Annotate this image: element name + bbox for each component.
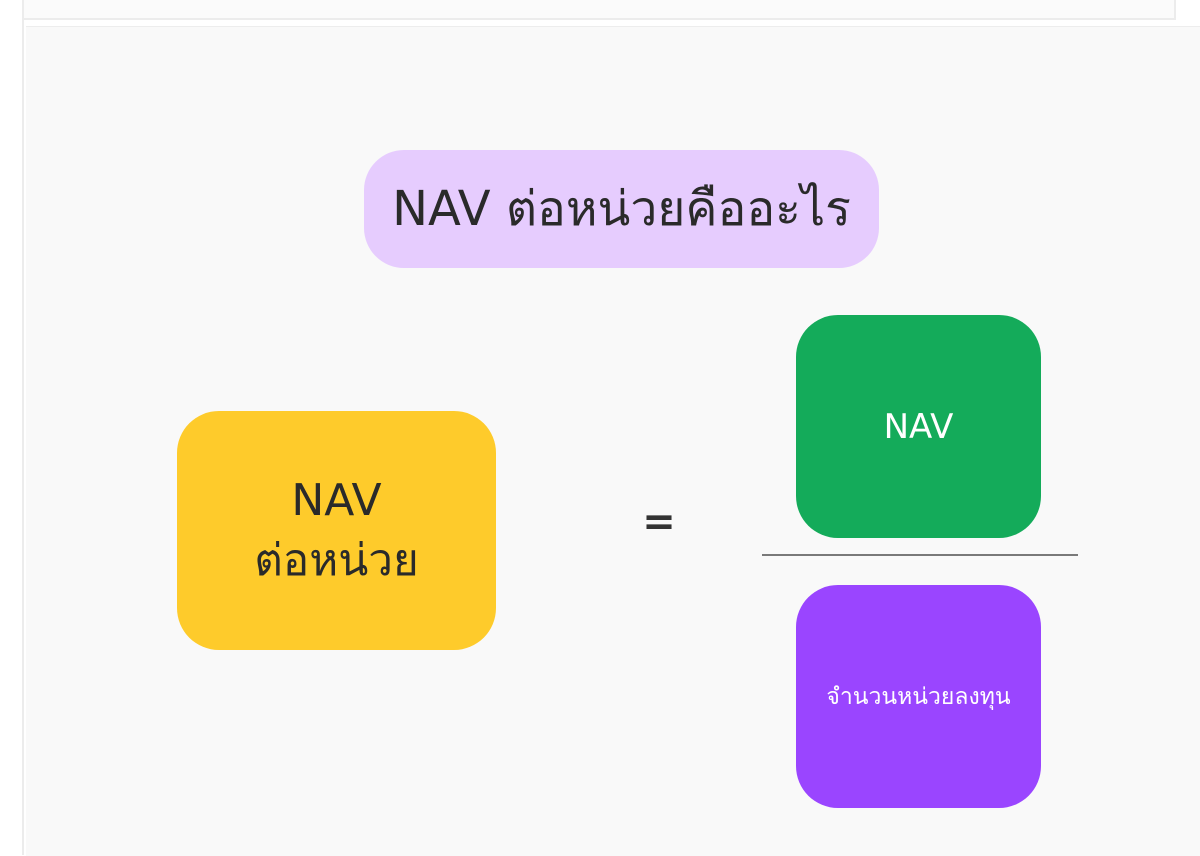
left-border [22,0,24,855]
title-pill: NAV ต่อหน่วยคืออะไร [364,150,879,268]
nav-per-unit-box: NAV ต่อหน่วย [177,411,496,650]
denominator-box: จำนวนหน่วยลงทุน [796,585,1041,808]
fraction-line [762,554,1078,556]
top-strip [24,0,1176,20]
equals-sign: = [642,499,676,545]
title-text: NAV ต่อหน่วยคืออะไร [392,181,851,237]
numerator-text: NAV [883,406,954,447]
numerator-box: NAV [796,315,1041,538]
lhs-line2: ต่อหน่วย [254,534,419,586]
lhs-line1: NAV [291,475,382,527]
denominator-text: จำนวนหน่วยลงทุน [826,683,1011,710]
